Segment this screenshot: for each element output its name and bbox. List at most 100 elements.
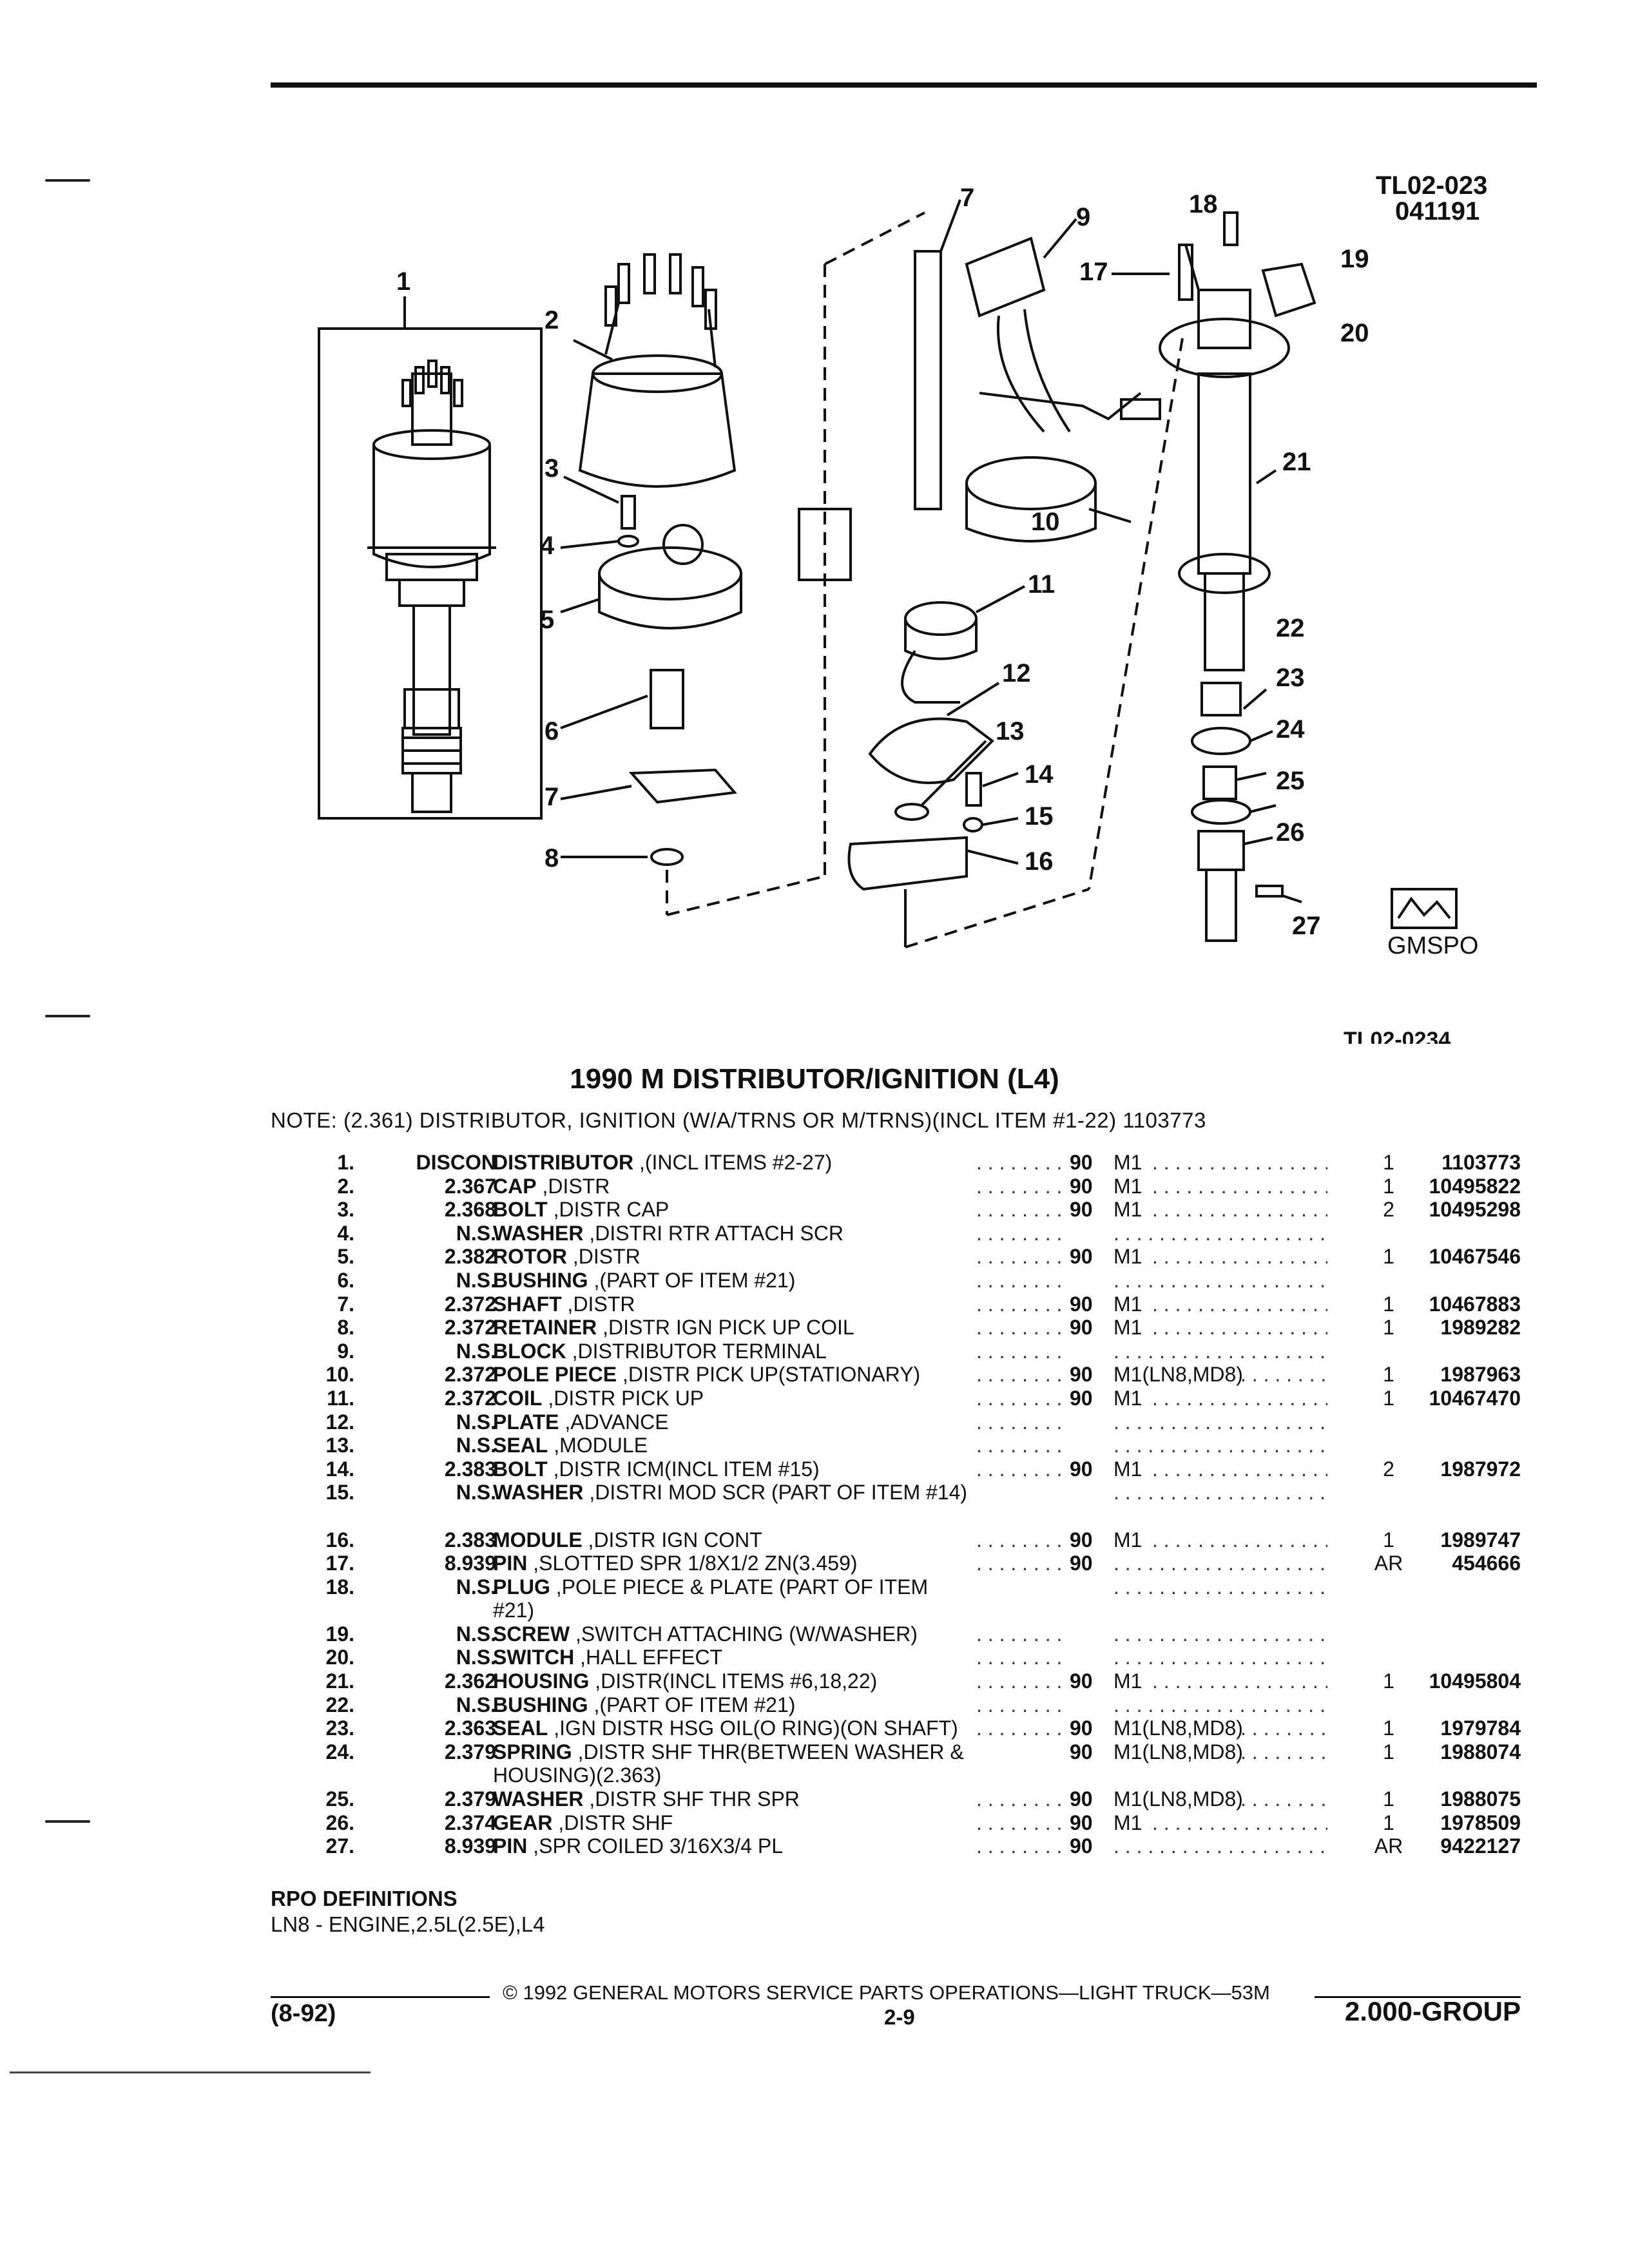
callout-16: 16 bbox=[1025, 847, 1054, 876]
dot-leader: . . . . . . . . . . . . . . . . . . . . … bbox=[1240, 1363, 1327, 1387]
model-year: 90 bbox=[1070, 1669, 1093, 1693]
pickup-coil-drawing bbox=[901, 601, 978, 704]
model-code: M1 bbox=[1113, 1811, 1142, 1834]
part-name: CAP bbox=[493, 1174, 537, 1198]
slotted-pin-drawing bbox=[1178, 244, 1193, 301]
part-detail: ,HALL EFFECT bbox=[574, 1646, 723, 1669]
dot-leader: . . . . . . . . . . . . . . . . . . . . … bbox=[976, 1316, 1063, 1340]
rpo-definition: LN8 - ENGINE,2.5L(2.5E),L4 bbox=[271, 1912, 545, 1936]
model-year: 90 bbox=[1070, 1811, 1093, 1834]
callout-12: 12 bbox=[1002, 659, 1031, 687]
part-detail: ,SLOTTED SPR 1/8X1/2 ZN(3.459) bbox=[527, 1552, 858, 1575]
model-code: M1 bbox=[1113, 1669, 1142, 1693]
item-number: 20. bbox=[325, 1646, 354, 1669]
part-name: PIN bbox=[493, 1552, 528, 1575]
model-year: 90 bbox=[1070, 1316, 1093, 1340]
item-number: 8. bbox=[337, 1316, 354, 1340]
model-year: 90 bbox=[1070, 1552, 1093, 1575]
dot-leader: . . . . . . . . . . . . . . . . . . . . … bbox=[976, 1363, 1063, 1387]
page-number: 2-9 bbox=[884, 2005, 915, 2029]
callout-7: 7 bbox=[545, 783, 559, 811]
model-code: M1 bbox=[1113, 1245, 1142, 1269]
part-name: SHAFT bbox=[493, 1292, 562, 1316]
dot-leader: . . . . . . . . . . . . . . . . . . . . … bbox=[1113, 1268, 1327, 1292]
dot-leader: . . . . . . . . . . . . . . . . . . . . … bbox=[1113, 1481, 1327, 1504]
item-number: 13. bbox=[325, 1434, 354, 1457]
group-number: 2.367 bbox=[444, 1174, 496, 1198]
model-code: M1(LN8,MD8) bbox=[1113, 1787, 1243, 1811]
callout-17: 17 bbox=[1079, 258, 1108, 286]
part-description: PIN ,SLOTTED SPR 1/8X1/2 ZN(3.459) bbox=[493, 1552, 970, 1575]
part-description: BLOCK ,DISTRIBUTOR TERMINAL bbox=[493, 1340, 970, 1363]
part-description: MODULE ,DISTR IGN CONT bbox=[493, 1528, 970, 1552]
dot-leader: . . . . . . . . . . . . . . . . . . . . … bbox=[1113, 1834, 1327, 1858]
dot-leader: . . . . . . . . . . . . . . . . . . . . … bbox=[976, 1434, 1063, 1457]
part-number: 1987963 bbox=[1440, 1363, 1521, 1387]
figure-code: TL02-0234 bbox=[1344, 1028, 1451, 1044]
part-row: 22.N.S.BUSHING ,(PART OF ITEM #21) . . .… bbox=[303, 1693, 1521, 1717]
note-text: NOTE: (2.361) DISTRIBUTOR, IGNITION (W/A… bbox=[271, 1108, 1206, 1132]
callout-24: 24 bbox=[1276, 715, 1305, 744]
group-number: 2.372 bbox=[444, 1316, 496, 1340]
item-number: 23. bbox=[325, 1716, 354, 1740]
retainer-drawing bbox=[628, 768, 737, 804]
item-number: 17. bbox=[325, 1552, 354, 1575]
connector-drawing bbox=[798, 508, 852, 581]
dot-leader: . . . . . . . . . . . . . . . . . . . . … bbox=[976, 1386, 1063, 1410]
part-detail: ,(INCL ITEMS #2-27) bbox=[633, 1151, 833, 1174]
item-number: 21. bbox=[325, 1669, 354, 1693]
part-detail: ,DISTRI RTR ATTACH SCR bbox=[583, 1221, 844, 1245]
part-name: WASHER bbox=[493, 1787, 584, 1811]
part-description: WASHER ,DISTRI RTR ATTACH SCR bbox=[493, 1222, 970, 1245]
model-year: 90 bbox=[1070, 1740, 1093, 1763]
part-description: POLE PIECE ,DISTR PICK UP(STATIONARY) bbox=[493, 1363, 970, 1386]
footer-rule-right bbox=[1315, 1996, 1521, 1998]
quantity: 1 bbox=[1383, 1386, 1394, 1410]
callout-25: 25 bbox=[1276, 767, 1305, 795]
part-detail: ,DISTR SHF THR SPR bbox=[583, 1787, 800, 1811]
ref-code: TL02-023 bbox=[1376, 171, 1488, 200]
group-number: N.S. bbox=[456, 1268, 496, 1292]
part-row: 15.N.S.WASHER ,DISTRI MOD SCR (PART OF I… bbox=[303, 1481, 1521, 1528]
quantity: 1 bbox=[1383, 1669, 1394, 1693]
margin-mark bbox=[45, 1820, 90, 1823]
callout-11: 11 bbox=[1028, 570, 1055, 599]
part-name: SEAL bbox=[493, 1716, 548, 1740]
part-name: BUSHING bbox=[493, 1268, 588, 1292]
callout-10: 10 bbox=[1031, 508, 1060, 536]
dot-leader: . . . . . . . . . . . . . . . . . . . . … bbox=[976, 1552, 1063, 1575]
callout-7b: 7 bbox=[960, 184, 974, 212]
group-number: 2.374 bbox=[444, 1811, 496, 1834]
part-name: BUSHING bbox=[493, 1693, 588, 1716]
dot-leader: . . . . . . . . . . . . . . . . . . . . … bbox=[1152, 1811, 1327, 1834]
part-number: 1988075 bbox=[1440, 1787, 1521, 1811]
model-year: 90 bbox=[1070, 1174, 1093, 1198]
quantity: 1 bbox=[1383, 1811, 1394, 1834]
model-year: 90 bbox=[1070, 1386, 1093, 1410]
group-number: N.S. bbox=[456, 1575, 496, 1599]
part-number: 1979784 bbox=[1440, 1716, 1521, 1740]
margin-mark bbox=[45, 179, 90, 182]
page-title: 1990 M DISTRIBUTOR/IGNITION (L4) bbox=[570, 1063, 1059, 1095]
dot-leader: . . . . . . . . . . . . . . . . . . . . … bbox=[1240, 1740, 1327, 1763]
quantity: 2 bbox=[1383, 1198, 1394, 1222]
quantity: 1 bbox=[1383, 1528, 1394, 1552]
callout-6: 6 bbox=[545, 717, 559, 745]
quantity: 1 bbox=[1383, 1716, 1394, 1740]
part-detail: ,DISTRI MOD SCR (PART OF ITEM #14) bbox=[583, 1481, 968, 1504]
part-name: DISTRIBUTOR bbox=[493, 1151, 634, 1174]
part-detail: ,(PART OF ITEM #21) bbox=[588, 1268, 796, 1292]
group-number: 8.939 bbox=[444, 1552, 496, 1575]
dot-leader: . . . . . . . . . . . . . . . . . . . . … bbox=[976, 1198, 1063, 1222]
group-number: 8.939 bbox=[444, 1834, 496, 1858]
ref-date: 041191 bbox=[1395, 197, 1480, 226]
item-1-frame bbox=[318, 327, 543, 820]
callout-2: 2 bbox=[545, 306, 559, 334]
callout-3: 3 bbox=[545, 454, 559, 483]
quantity: 1 bbox=[1383, 1740, 1394, 1763]
part-name: WASHER bbox=[493, 1481, 584, 1504]
model-code: M1 bbox=[1113, 1457, 1142, 1481]
